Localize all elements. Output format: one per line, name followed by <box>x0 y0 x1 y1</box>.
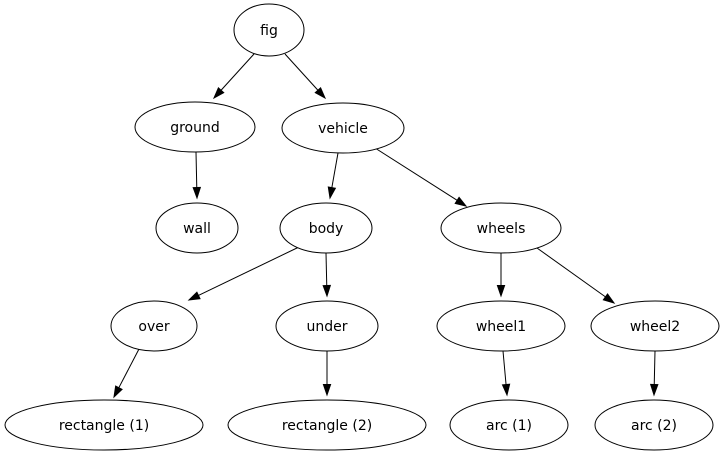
node-under[interactable]: under <box>275 300 379 352</box>
node-ellipse[interactable] <box>275 300 379 352</box>
edge-wheels-to-wheel1 <box>496 253 506 298</box>
node-wall[interactable]: wall <box>155 202 239 254</box>
node-ellipse[interactable] <box>110 300 198 352</box>
edge-line <box>220 53 255 91</box>
edge-wheel2-to-arc2 <box>649 350 659 397</box>
node-ellipse[interactable] <box>449 399 569 451</box>
arrowhead-icon <box>454 196 468 207</box>
node-label: wheel2 <box>630 319 680 335</box>
arrowhead-icon <box>322 284 332 298</box>
node-label: wall <box>183 221 211 237</box>
edge-fig-to-ground <box>212 53 255 100</box>
node-label: arc (2) <box>631 418 677 434</box>
arrowhead-icon <box>649 383 659 397</box>
node-ellipse[interactable] <box>233 3 305 57</box>
node-vehicle[interactable]: vehicle <box>281 102 405 154</box>
arrowhead-icon <box>496 285 506 298</box>
nodes-layer: fig ground vehicle wall body wheels over under w… <box>4 3 720 451</box>
node-wheels[interactable]: wheels <box>440 202 562 254</box>
node-label: fig <box>260 23 278 39</box>
node-ellipse[interactable] <box>440 202 562 254</box>
edge-wheel1-to-arc1 <box>501 350 511 397</box>
edge-line <box>331 152 339 188</box>
node-body[interactable]: body <box>279 202 373 254</box>
node-label: ground <box>170 120 220 136</box>
node-wheel1[interactable]: wheel1 <box>436 300 566 352</box>
node-label: over <box>138 319 169 335</box>
edge-body-to-over <box>187 246 300 301</box>
edge-under-to-rectangle2 <box>322 351 332 397</box>
node-label: wheel1 <box>476 319 526 335</box>
edge-vehicle-to-wheels <box>374 147 468 207</box>
edge-line <box>374 147 458 201</box>
node-ellipse[interactable] <box>590 300 720 352</box>
node-ellipse[interactable] <box>594 399 714 451</box>
edge-line <box>118 348 140 388</box>
node-ellipse[interactable] <box>155 202 239 254</box>
edges-layer <box>113 53 659 399</box>
node-arc2[interactable]: arc (2) <box>594 399 714 451</box>
node-label: body <box>309 221 344 237</box>
node-ellipse[interactable] <box>279 202 373 254</box>
node-ellipse[interactable] <box>281 102 405 154</box>
node-label: wheels <box>477 221 526 237</box>
node-ellipse[interactable] <box>134 101 256 153</box>
node-label: rectangle (2) <box>282 418 372 434</box>
node-ellipse[interactable] <box>227 399 427 451</box>
arrowhead-icon <box>212 86 225 100</box>
arrowhead-icon <box>113 385 123 399</box>
arrowhead-icon <box>322 384 332 397</box>
edge-over-to-rectangle1 <box>113 348 140 399</box>
edge-line <box>502 350 507 385</box>
arrowhead-icon <box>314 86 327 100</box>
arrowhead-icon <box>187 291 201 301</box>
edge-line <box>195 151 198 188</box>
node-ellipse[interactable] <box>436 300 566 352</box>
node-label: vehicle <box>318 121 368 137</box>
node-label: rectangle (1) <box>59 418 149 434</box>
node-arc1[interactable]: arc (1) <box>449 399 569 451</box>
edge-fig-to-vehicle <box>284 53 327 100</box>
arrowhead-icon <box>192 186 202 200</box>
edge-line <box>198 246 300 296</box>
node-rectangle1[interactable]: rectangle (1) <box>4 399 204 451</box>
node-over[interactable]: over <box>110 300 198 352</box>
edge-line <box>536 247 606 298</box>
node-rectangle2[interactable]: rectangle (2) <box>227 399 427 451</box>
node-ellipse[interactable] <box>4 399 204 451</box>
edge-body-to-under <box>322 252 332 298</box>
edge-line <box>325 252 328 286</box>
edge-vehicle-to-body <box>327 152 339 200</box>
edge-wheels-to-wheel2 <box>536 247 616 304</box>
node-label: arc (1) <box>486 418 532 434</box>
edge-line <box>653 350 656 385</box>
arrowhead-icon <box>602 293 616 304</box>
node-ground[interactable]: ground <box>134 101 256 153</box>
node-fig[interactable]: fig <box>233 3 305 57</box>
node-wheel2[interactable]: wheel2 <box>590 300 720 352</box>
arrowhead-icon <box>327 186 337 200</box>
node-label: under <box>306 319 347 335</box>
edge-line <box>284 53 319 91</box>
arrowhead-icon <box>501 383 511 397</box>
edge-ground-to-wall <box>192 151 202 200</box>
